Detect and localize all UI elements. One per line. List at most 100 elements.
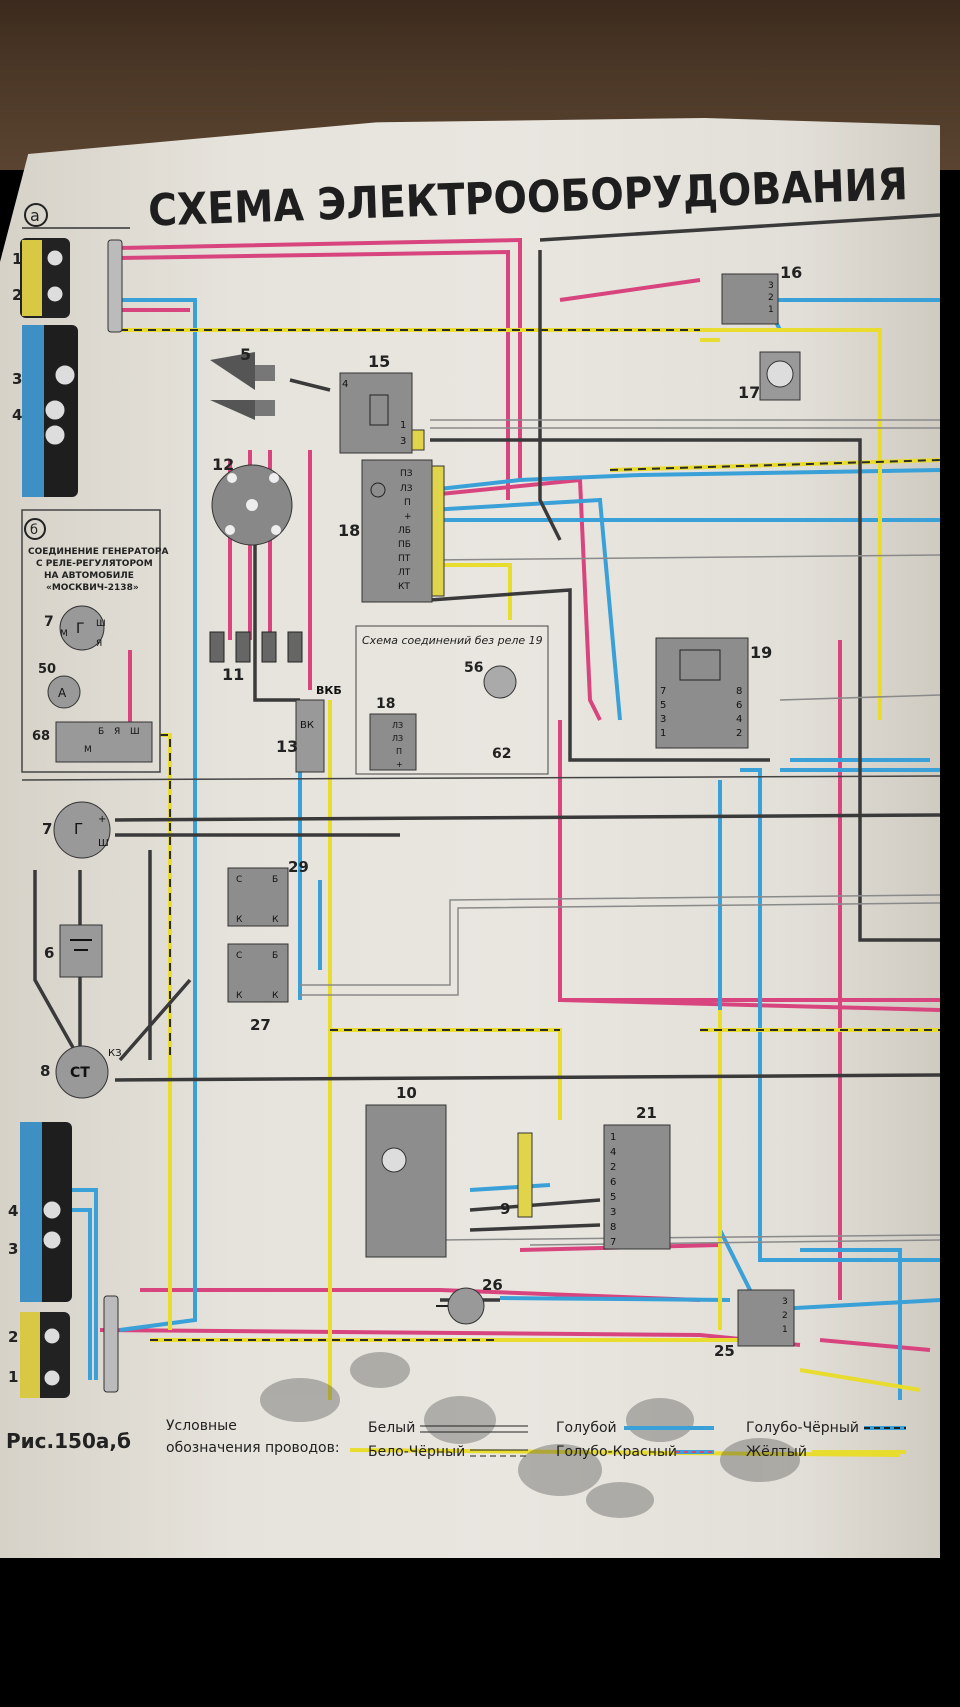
section-a-marker: а: [24, 203, 48, 227]
svg-text:21: 21: [636, 1104, 657, 1122]
legend-item-yellow: Жёлтый: [746, 1444, 906, 1460]
relay-19: 19 7 5 3 1 8 6 4 2: [655, 637, 772, 749]
svg-text:Ш: Ш: [98, 838, 109, 849]
svg-text:1: 1: [782, 1325, 788, 1335]
svg-text:50: 50: [38, 662, 56, 677]
mold-stains: [260, 1352, 800, 1518]
svg-text:+: +: [396, 760, 403, 769]
svg-text:2: 2: [768, 293, 774, 303]
relay-25: 25 3 2 1: [714, 1289, 795, 1360]
switch-21: 21 1 4 2 6 5 3 8 7: [603, 1104, 671, 1250]
svg-text:Б: Б: [272, 951, 278, 961]
svg-text:2: 2: [610, 1162, 616, 1173]
distributor-12: 12: [211, 455, 293, 546]
svg-text:18: 18: [376, 696, 395, 712]
svg-text:ЛЗ: ЛЗ: [392, 721, 403, 730]
headlight-top: 1 2: [12, 238, 70, 318]
svg-text:4: 4: [736, 714, 742, 725]
junction-block-bottom: [103, 1295, 119, 1393]
svg-text:М: М: [84, 745, 92, 755]
svg-text:2: 2: [736, 728, 742, 739]
svg-text:7: 7: [42, 820, 52, 838]
svg-text:62: 62: [492, 746, 511, 762]
wire-legend: Условные обозначения проводов: Белый Бел…: [166, 1418, 906, 1460]
svg-text:4: 4: [342, 379, 348, 390]
svg-text:2: 2: [12, 286, 22, 304]
svg-text:Бело-Чёрный: Бело-Чёрный: [368, 1444, 465, 1460]
svg-text:ПЗ: ПЗ: [400, 469, 413, 479]
legend-item-blue-red: Голубо-Красный: [556, 1444, 714, 1460]
svg-text:7: 7: [44, 614, 54, 630]
svg-text:Голубо-Красный: Голубо-Красный: [556, 1444, 677, 1460]
svg-text:ВКБ: ВКБ: [316, 684, 342, 697]
svg-text:М: М: [60, 629, 68, 639]
svg-text:Б: Б: [272, 875, 278, 885]
svg-text:1: 1: [768, 305, 774, 315]
svg-text:3: 3: [12, 370, 22, 388]
svg-text:16: 16: [780, 263, 802, 282]
svg-text:6: 6: [610, 1177, 616, 1188]
svg-text:П: П: [404, 498, 411, 508]
svg-text:2: 2: [782, 1311, 788, 1321]
svg-text:А: А: [58, 686, 67, 700]
switch-18-terminals: ПЗ ЛЗ П + ЛБ ПБ ПТ ЛТ КТ: [398, 469, 413, 592]
ignition-coil-13: ВК ВКБ 13: [276, 684, 342, 773]
svg-text:+: +: [98, 814, 106, 825]
svg-text:4: 4: [8, 1202, 18, 1220]
dark-background: [0, 1550, 960, 1707]
legend-heading-2: обозначения проводов:: [166, 1440, 340, 1456]
battery-6: 6: [44, 924, 103, 978]
dashed-wires: [120, 329, 941, 1341]
svg-text:26: 26: [482, 1276, 503, 1294]
svg-text:«МОСКВИЧ-2138»: «МОСКВИЧ-2138»: [46, 583, 139, 593]
svg-text:Г: Г: [76, 621, 85, 637]
legend-heading-1: Условные: [166, 1418, 237, 1434]
relay-29: 29 С Б К К: [227, 858, 309, 927]
svg-text:НА АВТОМОБИЛЕ: НА АВТОМОБИЛЕ: [44, 571, 134, 581]
connector-9: 9: [500, 1132, 533, 1218]
wiper-motor-10: 10: [365, 1084, 447, 1258]
svg-text:СТ: СТ: [70, 1065, 90, 1081]
relay-16: 16 3 2 1: [721, 263, 802, 325]
svg-text:7: 7: [610, 1237, 616, 1248]
svg-text:9: 9: [500, 1200, 510, 1218]
svg-text:Схема соединений без реле 19: Схема соединений без реле 19: [362, 634, 543, 647]
svg-text:К: К: [272, 915, 279, 925]
svg-text:1: 1: [610, 1132, 616, 1143]
svg-text:5: 5: [610, 1192, 616, 1203]
svg-text:Белый: Белый: [368, 1420, 415, 1436]
relay-27: 27 С Б К К: [227, 943, 289, 1034]
svg-text:Жёлтый: Жёлтый: [746, 1444, 807, 1460]
svg-text:6: 6: [736, 700, 742, 711]
svg-text:4: 4: [12, 406, 22, 424]
svg-text:56: 56: [464, 660, 483, 676]
svg-text:27: 27: [250, 1016, 271, 1034]
svg-text:3: 3: [660, 714, 666, 725]
svg-text:2: 2: [8, 1328, 18, 1346]
svg-text:18: 18: [338, 521, 360, 540]
svg-text:КЗ: КЗ: [108, 1048, 122, 1059]
svg-text:68: 68: [32, 729, 50, 744]
svg-text:П: П: [396, 747, 402, 756]
rear-light-lower: 2 1: [8, 1312, 70, 1398]
svg-text:ПБ: ПБ: [398, 540, 411, 550]
svg-text:7: 7: [660, 686, 666, 697]
svg-text:3: 3: [400, 436, 406, 447]
svg-text:С РЕЛЕ-РЕГУЛЯТОРОМ: С РЕЛЕ-РЕГУЛЯТОРОМ: [36, 559, 153, 569]
svg-text:3: 3: [8, 1240, 18, 1258]
horn-5: 5: [210, 345, 275, 420]
svg-text:Г: Г: [74, 820, 83, 838]
svg-text:+: +: [404, 512, 412, 522]
white-gray-wires: [300, 419, 941, 1246]
svg-text:6: 6: [44, 944, 54, 962]
switch-18: 18 ПЗ ЛЗ П + ЛБ ПБ ПТ ЛТ КТ: [338, 459, 445, 603]
svg-text:а: а: [30, 206, 40, 225]
svg-text:ВК: ВК: [300, 720, 314, 731]
svg-text:8: 8: [40, 1062, 50, 1080]
svg-text:б: б: [30, 523, 38, 538]
svg-text:3: 3: [782, 1297, 788, 1307]
relay-15: 15 4 1 3: [339, 352, 425, 454]
rear-light-upper: 4 3: [8, 1122, 72, 1302]
